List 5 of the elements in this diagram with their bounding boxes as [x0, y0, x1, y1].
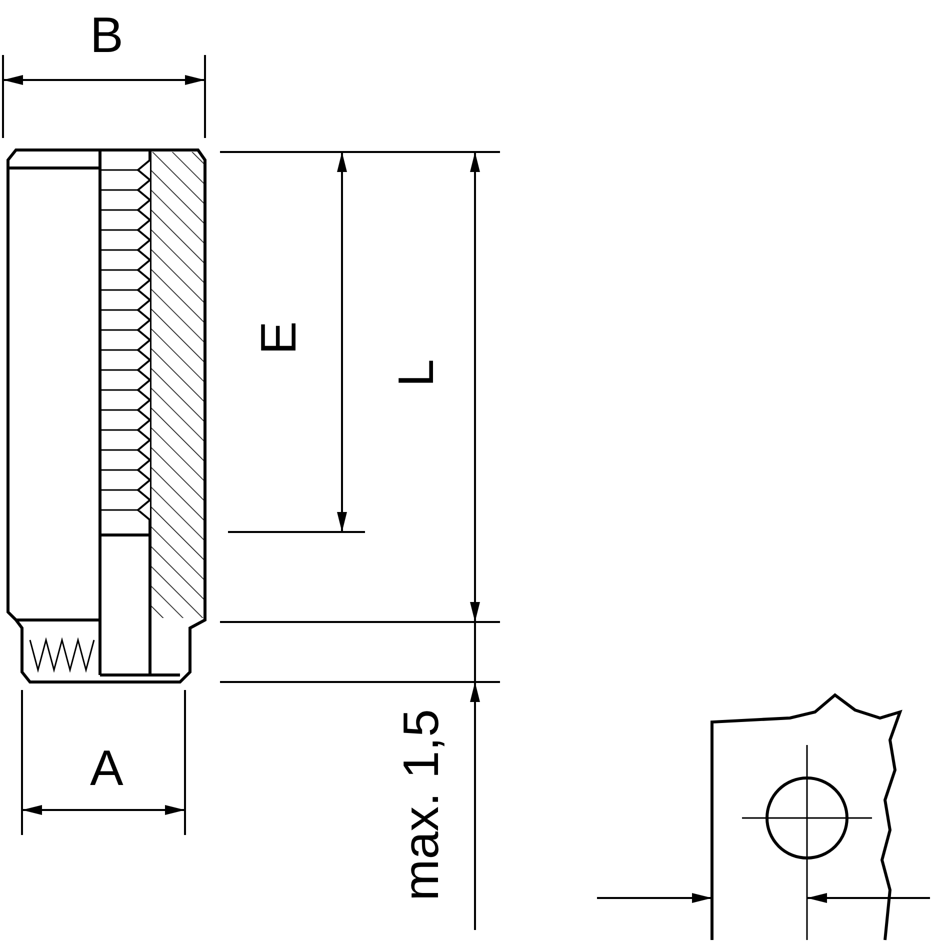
dimension-label: B	[90, 10, 124, 60]
dimension-label: E	[254, 321, 304, 355]
dimension-label: max. 1,5	[396, 709, 446, 901]
dimension-label: A	[90, 743, 124, 793]
dimension-label: L	[390, 359, 441, 387]
